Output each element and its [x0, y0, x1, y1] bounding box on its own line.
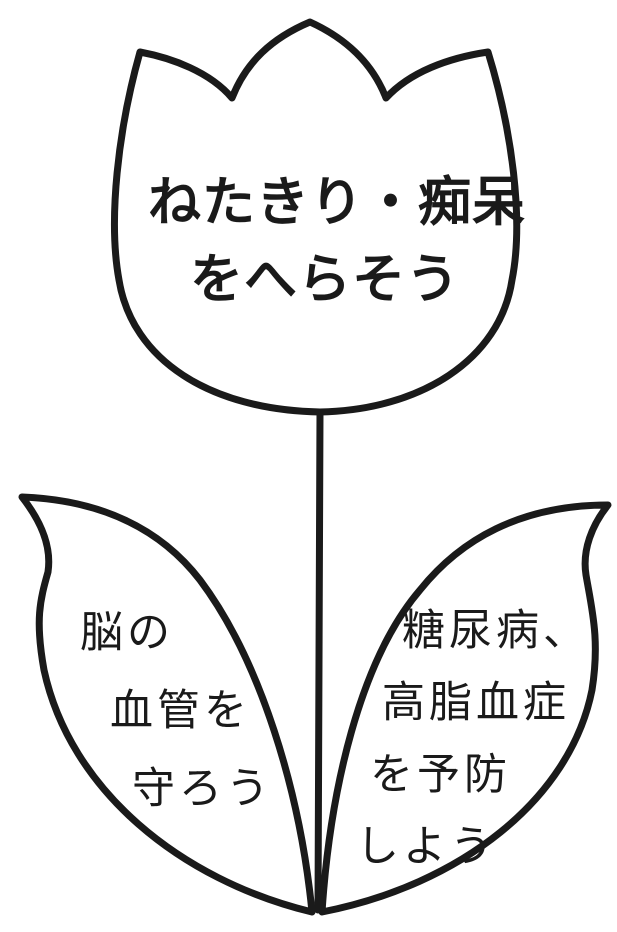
right-leaf-text-line-2: 高脂血症: [382, 678, 570, 728]
right-leaf-text-line-4: しよう: [356, 822, 497, 872]
tulip-flower-outline: [111, 18, 521, 416]
right-leaf-text-line-3: を予防: [370, 750, 511, 800]
tulip-stem: [314, 408, 324, 914]
left-leaf-text-line-3: 守ろう: [132, 764, 273, 814]
right-leaf-text-line-1: 糖尿病、: [402, 606, 590, 656]
left-leaf-outline: [18, 493, 316, 916]
left-leaf-text-line-1: 脳の: [80, 608, 174, 658]
flower-text-line-2: をへらそう: [190, 249, 460, 310]
flower-text-line-1: ねたきり・痴呆: [148, 172, 526, 233]
right-leaf-outline: [318, 501, 612, 916]
left-leaf-text-line-2: 血管を: [110, 686, 251, 736]
